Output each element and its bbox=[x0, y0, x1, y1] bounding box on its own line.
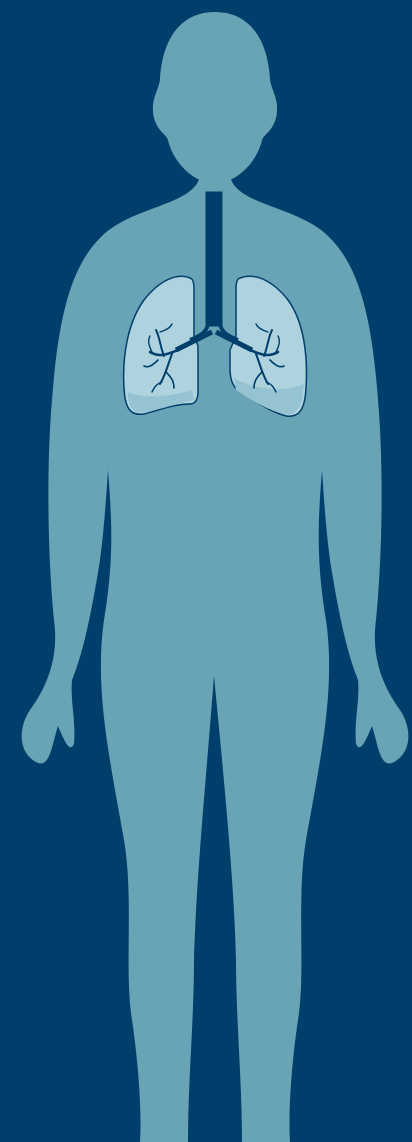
trachea-lumen bbox=[206, 192, 222, 326]
